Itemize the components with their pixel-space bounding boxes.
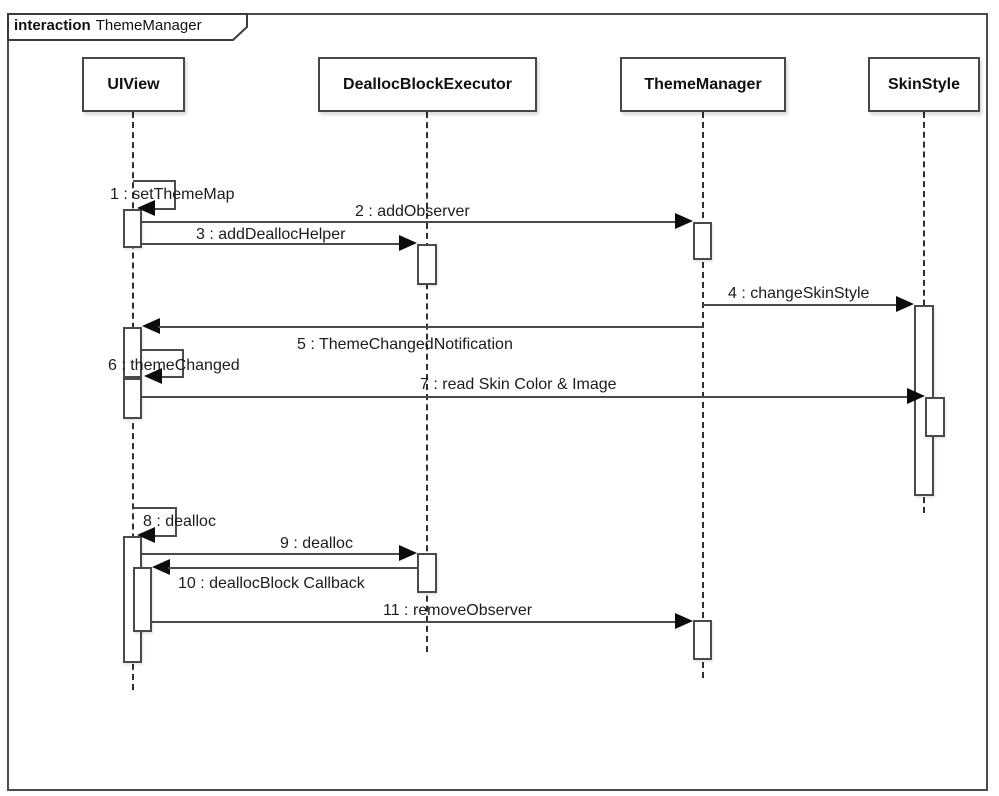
activation-bar-deallocblockexecutor xyxy=(417,244,437,285)
message-line-8 xyxy=(175,507,177,535)
lifeline-name: UIView xyxy=(107,75,160,93)
message-line-10 xyxy=(168,567,417,569)
message-arrowhead-2 xyxy=(675,213,693,229)
activation-bar-skinstyle xyxy=(925,397,945,437)
message-line-11 xyxy=(152,621,677,623)
message-line-1 xyxy=(174,180,176,208)
message-line-8 xyxy=(133,507,176,509)
message-arrowhead-3 xyxy=(399,235,417,251)
activation-bar-thememanager xyxy=(693,222,712,260)
lifeline-name: DeallocBlockExecutor xyxy=(343,75,512,93)
frame-name: ThemeManager xyxy=(95,17,202,34)
message-label-4: 4 : changeSkinStyle xyxy=(728,285,870,302)
message-line-5 xyxy=(158,326,703,328)
message-line-6 xyxy=(160,376,184,378)
activation-bar-uiview xyxy=(123,327,142,378)
message-line-9 xyxy=(142,553,401,555)
message-arrowhead-4 xyxy=(896,296,914,312)
message-line-1 xyxy=(153,208,176,210)
lifeline-head-thememanager: ThemeManager xyxy=(620,57,786,112)
lifeline-head-skinstyle: SkinStyle xyxy=(868,57,980,112)
message-arrowhead-1 xyxy=(137,200,155,216)
message-arrowhead-7 xyxy=(907,388,925,404)
message-arrowhead-8 xyxy=(137,527,155,543)
message-label-3: 3 : addDeallocHelper xyxy=(196,226,346,243)
lifeline-name: SkinStyle xyxy=(887,75,961,93)
lifeline-head-uiview: UIView xyxy=(82,57,185,112)
message-line-4 xyxy=(703,304,898,306)
message-label-11: 11 : removeObserver xyxy=(383,602,533,619)
message-label-8: 8 : dealloc xyxy=(143,513,216,530)
activation-bar-thememanager xyxy=(693,620,712,660)
message-label-7: 7 : read Skin Color & Image xyxy=(420,376,617,393)
message-arrowhead-5 xyxy=(142,318,160,334)
message-label-6: 6 : themeChanged xyxy=(108,357,240,374)
message-line-2 xyxy=(142,221,677,223)
activation-bar-deallocblockexecutor xyxy=(417,553,437,593)
lifeline-name: ThemeManager xyxy=(644,75,762,93)
message-arrowhead-6 xyxy=(144,368,162,384)
frame-title-tab xyxy=(7,13,248,41)
activation-bar-uiview xyxy=(133,567,152,632)
message-arrowhead-10 xyxy=(152,559,170,575)
message-label-9: 9 : dealloc xyxy=(280,535,353,552)
lifeline-deallocblockexecutor xyxy=(426,112,428,652)
lifeline-head-deallocblockexecutor: DeallocBlockExecutor xyxy=(318,57,537,112)
message-line-3 xyxy=(142,243,401,245)
activation-bar-uiview xyxy=(123,378,142,419)
message-line-1 xyxy=(133,180,175,182)
message-arrowhead-9 xyxy=(399,545,417,561)
frame-keyword: interaction xyxy=(14,17,91,34)
message-arrowhead-11 xyxy=(675,613,693,629)
message-label-2: 2 : addObserver xyxy=(355,203,470,220)
message-line-8 xyxy=(153,535,177,537)
message-label-1: 1 : setThemeMap xyxy=(110,186,235,203)
message-line-6 xyxy=(142,349,183,351)
activation-bar-uiview xyxy=(123,209,142,248)
lifeline-thememanager xyxy=(702,112,704,678)
message-line-7 xyxy=(142,396,909,398)
diagram-frame xyxy=(7,13,988,791)
message-label-10: 10 : deallocBlock Callback xyxy=(178,575,365,592)
message-line-6 xyxy=(182,349,184,376)
message-label-5: 5 : ThemeChangedNotification xyxy=(297,336,513,353)
